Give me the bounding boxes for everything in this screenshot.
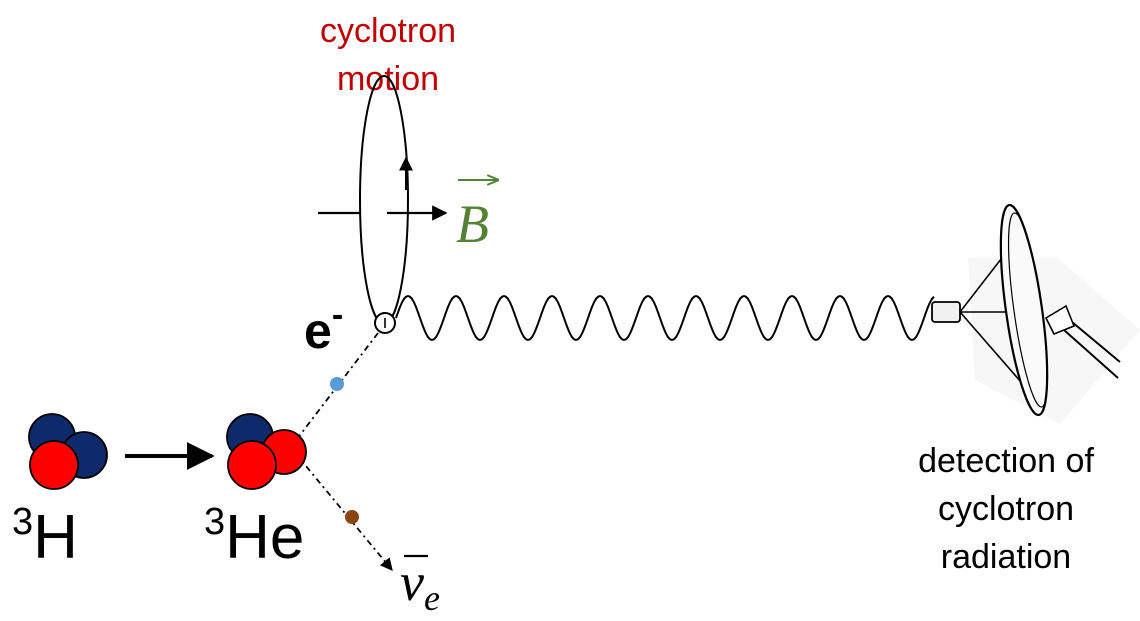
- cyclotron-radiation-wave: [395, 294, 935, 342]
- antineutrino-subscript: e: [424, 578, 440, 618]
- electron-path: [286, 332, 379, 453]
- cyclotron-orbit: [359, 75, 409, 325]
- antenna-dish-icon: [931, 203, 1140, 424]
- detection-label-line3: radiation: [941, 538, 1071, 576]
- helium-symbol: He: [225, 503, 304, 572]
- antineutrino-symbol: ν: [400, 552, 424, 612]
- electron-label: e-: [304, 296, 343, 359]
- tritium-nucleus: [28, 413, 108, 490]
- proton: [29, 440, 79, 490]
- tritium-mass-number: 3: [12, 501, 33, 543]
- proton: [227, 440, 277, 490]
- magnetic-field-symbol: B: [456, 194, 489, 254]
- detection-label-line2: cyclotron: [938, 490, 1074, 528]
- neutrino-path: [295, 453, 393, 571]
- tritium-symbol: H: [33, 503, 78, 572]
- helium-nucleus: [226, 413, 307, 490]
- helium-mass-number: 3: [204, 501, 225, 543]
- electron-charge: -: [332, 296, 343, 334]
- cyclotron-label-line1: cyclotron: [320, 12, 456, 50]
- detection-label-line1: detection of: [918, 442, 1094, 480]
- electron-label-base: e: [304, 303, 332, 359]
- neutrino-dot: [345, 510, 359, 524]
- tritium-label: 3H: [12, 501, 78, 572]
- helium-label: 3He: [204, 501, 304, 572]
- electron-dot: [330, 377, 344, 391]
- antineutrino-label: νe: [400, 552, 440, 618]
